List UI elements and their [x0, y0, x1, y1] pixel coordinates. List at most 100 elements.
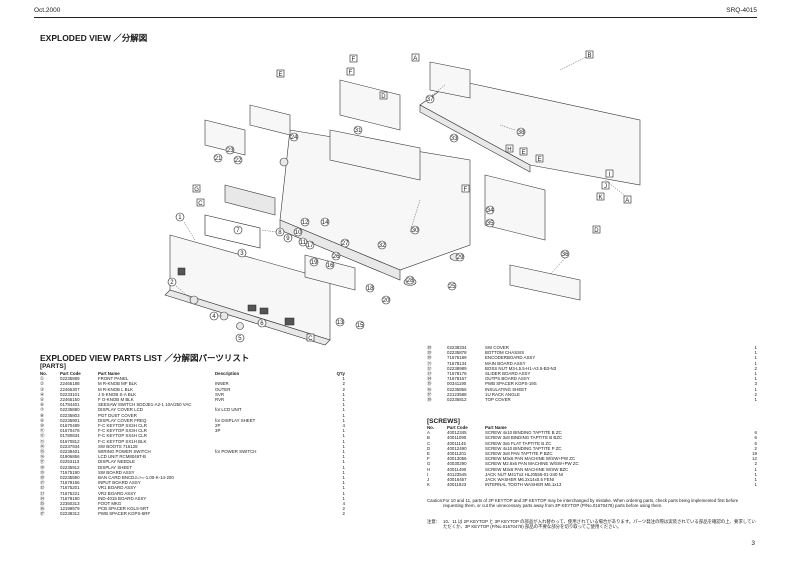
lead-1	[183, 221, 196, 241]
part-name: IND-4015 BOARD ASSY	[98, 495, 147, 501]
part-name: SW BOARD ASSY	[98, 469, 135, 475]
screw-name: SCREW M2.6x6 PAN MACHINE W/SW+PW ZC	[485, 461, 579, 467]
svg-text:9: 9	[286, 236, 290, 242]
svg-text:E: E	[522, 150, 526, 156]
part-no: ㉖	[40, 506, 45, 512]
svg-text:E: E	[279, 72, 283, 78]
part-code: 01670478	[60, 428, 80, 434]
screw-qty: 1	[754, 466, 757, 472]
callout-9	[283, 233, 293, 243]
part-name: PCB SPACER KGLS-5RT	[98, 506, 149, 512]
part-no: ㉒	[40, 485, 45, 491]
part-no: ⑥	[40, 402, 44, 408]
screw-no: J	[427, 477, 430, 483]
part-code: 02238334	[447, 345, 467, 350]
part-code: 02239401	[60, 449, 80, 455]
part-code: 22465150	[60, 397, 80, 403]
callout-12	[300, 217, 310, 227]
part-code: 00341190	[447, 381, 467, 387]
keytop-b	[259, 307, 269, 315]
caution-jp-label: 注意：	[427, 519, 441, 524]
screws-section-heading: [SCREWS]	[427, 418, 460, 425]
part-no: ㊱	[427, 386, 432, 392]
svg-text:34: 34	[487, 208, 494, 214]
part-code: 71675189	[447, 355, 467, 361]
part-code: 02235856	[447, 386, 467, 392]
part-code: 22465188	[60, 381, 80, 387]
part-code: 02237934	[60, 443, 80, 449]
screw-code: 40011923	[447, 482, 467, 488]
callout-1	[175, 212, 185, 222]
part-qty: 1	[342, 490, 345, 496]
svg-text:D: D	[594, 228, 599, 234]
caution-label: Caution:	[427, 498, 444, 503]
knob-s	[279, 157, 289, 167]
lead-B	[559, 54, 591, 71]
svg-text:16: 16	[327, 263, 334, 269]
screw-no: B	[427, 435, 430, 441]
part-qty: 1	[342, 397, 345, 403]
svg-text:36: 36	[562, 252, 569, 258]
part-code: 71675221	[60, 490, 80, 496]
part-qty: 1	[754, 345, 757, 350]
slider-board	[484, 174, 546, 241]
part-qty: 2	[754, 365, 757, 371]
svg-text:31: 31	[355, 128, 362, 134]
part-qty: 1	[342, 469, 345, 475]
callout-letter-F-1	[349, 54, 358, 63]
svg-text:12: 12	[302, 220, 309, 226]
callout-letter-J	[601, 181, 610, 190]
part-qty: 2	[342, 381, 345, 387]
part-code: 71678134	[447, 360, 467, 366]
part-no: ㉝	[427, 371, 432, 377]
part-desc: for LCD UNIT	[215, 407, 242, 413]
screw-code: 40011145	[447, 440, 466, 446]
screw-name: SCREW 3x8 PAN TAPTITE P BZC	[485, 451, 553, 457]
parts-table: No. Part Code Part Name Description Q'ty…	[40, 371, 345, 517]
screw-name: JACK NUT M41Tx2 HLJ0555-01-240 NI	[485, 471, 564, 477]
svg-text:26: 26	[333, 254, 340, 260]
callout-20	[381, 295, 391, 305]
svg-text:21: 21	[215, 156, 222, 162]
screw-qty: 6	[754, 440, 757, 446]
header-date: Oct.2000	[34, 7, 61, 14]
parts-table-header: No. Part Code Part Name Description Q'ty	[40, 371, 345, 376]
part-name: INPUT BOARD ASSY	[98, 480, 141, 486]
part-code: 02253113	[60, 459, 80, 465]
svg-text:A: A	[625, 198, 629, 204]
callout-letter-E-1	[535, 154, 544, 163]
part-desc: for POWER SWITCH	[215, 449, 257, 455]
callout-36	[560, 249, 570, 259]
screw-qty: 1	[754, 482, 757, 488]
svg-text:F: F	[349, 70, 353, 76]
screw-code: 40012345	[447, 430, 467, 436]
svg-text:I: I	[609, 172, 611, 178]
part-no: ㉛	[427, 360, 432, 366]
part-desc: for DISPLAY SHEET	[215, 417, 256, 423]
part-qty: 3	[754, 381, 757, 387]
part-name: F-C KEYTOP SX2H CLR	[98, 423, 147, 429]
svg-text:D: D	[381, 94, 386, 100]
switch-boots	[177, 267, 186, 276]
screw-name: SCREW 4x10 BINDING TAPTITE P ZC	[485, 445, 562, 451]
screw-no: E	[427, 451, 430, 457]
callout-3	[237, 248, 247, 258]
part-name: OUTPS BOARD ASSY	[485, 376, 530, 382]
part-no: ⑬	[40, 438, 45, 444]
main-board	[329, 129, 421, 181]
